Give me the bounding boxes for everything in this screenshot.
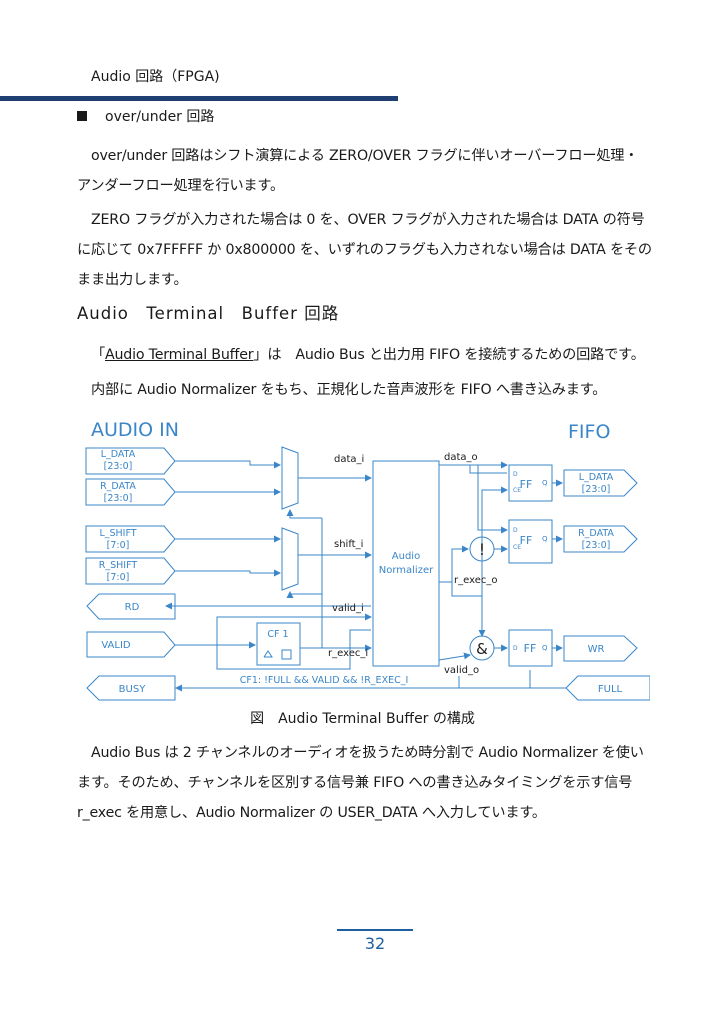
ff-l-q: Q <box>542 479 548 487</box>
mux-shift <box>281 527 299 591</box>
ff-r <box>508 519 553 564</box>
atb-intro-rest: 」は Audio Bus と出力用 FIFO を接続するための回路です。 <box>253 347 645 363</box>
block-diagram: AUDIO IN FIFO L_DATA [23:0] R_DATA [23:0… <box>80 412 651 707</box>
port-rd-out <box>86 593 176 620</box>
valid-label: VALID <box>101 640 131 651</box>
atb-term: Audio Terminal Buffer <box>105 347 254 363</box>
running-header: Audio 回路（FPGA) <box>91 69 220 85</box>
r-data-in-width: [23:0] <box>104 493 133 504</box>
ff-r-d: D <box>513 527 518 534</box>
wr-label: WR <box>588 644 605 655</box>
paragraph-time-division: Audio Bus は 2 チャンネルのオーディオを扱うため時分割で Audio… <box>77 745 644 821</box>
normalizer-label-2: Normalizer <box>379 565 434 576</box>
and-symbol: & <box>476 640 488 658</box>
data-o-label: data_o <box>444 452 478 463</box>
port-l-data-in <box>85 447 176 475</box>
l-data-out-width: [23:0] <box>582 484 611 495</box>
port-wr-out <box>563 635 638 662</box>
mux-data <box>281 446 299 510</box>
bullet-heading-label: over/under 回路 <box>105 109 215 125</box>
paragraph-zero-over-flags: ZERO フラグが入力された場合は 0 を、OVER フラグが入力された場合は … <box>77 212 652 288</box>
port-r-data-in <box>85 478 176 506</box>
quote-open: 「 <box>91 347 105 363</box>
l-shift-in-label: L_SHIFT <box>99 528 136 539</box>
ff-wr-q: Q <box>542 644 548 652</box>
audio-in-label: AUDIO IN <box>91 419 179 441</box>
shift-i-label: shift_i <box>334 539 363 550</box>
ff-r-ce: CE <box>513 544 521 551</box>
rd-label: RD <box>125 602 140 613</box>
port-l-data-out <box>563 469 638 497</box>
busy-label: BUSY <box>119 684 147 695</box>
paragraph-over-under: over/under 回路はシフト演算による ZERO/OVER フラグに伴いオ… <box>77 148 639 194</box>
l-data-in-width: [23:0] <box>104 461 133 472</box>
l-shift-in-width: [7:0] <box>107 540 130 551</box>
cf1-clock-box <box>281 649 292 660</box>
r-exec-i-label: r_exec_i <box>328 648 368 659</box>
page-number: 32 <box>364 934 386 953</box>
r-shift-in-width: [7:0] <box>107 572 130 583</box>
port-r-shift-in <box>85 557 176 585</box>
square-bullet-icon <box>77 111 87 121</box>
ff-r-label: FF <box>520 534 533 547</box>
section-heading: Audio Terminal Buffer 回路 <box>77 304 340 323</box>
ff-wr-label: FF <box>524 642 537 655</box>
r-exec-o-label: r_exec_o <box>454 575 497 586</box>
bullet-heading: over/under 回路 <box>77 106 214 126</box>
port-busy-out <box>86 675 176 701</box>
l-data-in-label: L_DATA <box>101 449 136 460</box>
figure-caption: 図 Audio Terminal Buffer の構成 <box>250 711 475 727</box>
block-diagram-svg: AUDIO IN FIFO L_DATA [23:0] R_DATA [23:0… <box>85 419 651 701</box>
r-data-out-label: R_DATA <box>578 528 614 539</box>
port-valid-in <box>86 631 176 658</box>
ff-r-q: Q <box>542 535 548 543</box>
cf1-triangle-icon <box>263 650 273 658</box>
paragraph-atb-intro: 「Audio Terminal Buffer」は Audio Bus と出力用 … <box>77 340 652 370</box>
audio-normalizer-block <box>372 460 440 667</box>
data-i-label: data_i <box>334 454 364 465</box>
cf1-condition: CF1: !FULL && VALID && !R_EXEC_I <box>240 675 409 686</box>
valid-o-label: valid_o <box>444 665 479 676</box>
r-data-in-label: R_DATA <box>100 481 136 492</box>
page-number-rule <box>337 929 413 931</box>
r-shift-in-label: R_SHIFT <box>99 560 138 571</box>
ff-l-d: D <box>513 471 518 478</box>
cf1-label: CF 1 <box>267 629 288 640</box>
l-data-out-label: L_DATA <box>579 472 614 483</box>
valid-i-label: valid_i <box>332 603 364 614</box>
full-label: FULL <box>598 684 623 695</box>
paragraph-normalizer: 内部に Audio Normalizer をもち、正規化した音声波形を FIFO… <box>91 382 607 398</box>
port-r-data-out <box>563 525 638 553</box>
port-l-shift-in <box>85 525 176 553</box>
not-symbol: ! <box>479 540 485 559</box>
ff-l-ce: CE <box>513 487 521 494</box>
ff-l-label: FF <box>520 478 533 491</box>
ff-wr-d: D <box>513 645 518 652</box>
cf1-block <box>256 622 301 666</box>
fifo-label: FIFO <box>568 421 610 443</box>
normalizer-label-1: Audio <box>392 551 420 562</box>
header-rule <box>0 96 398 101</box>
port-full-in <box>565 675 651 701</box>
r-data-out-width: [23:0] <box>582 540 611 551</box>
